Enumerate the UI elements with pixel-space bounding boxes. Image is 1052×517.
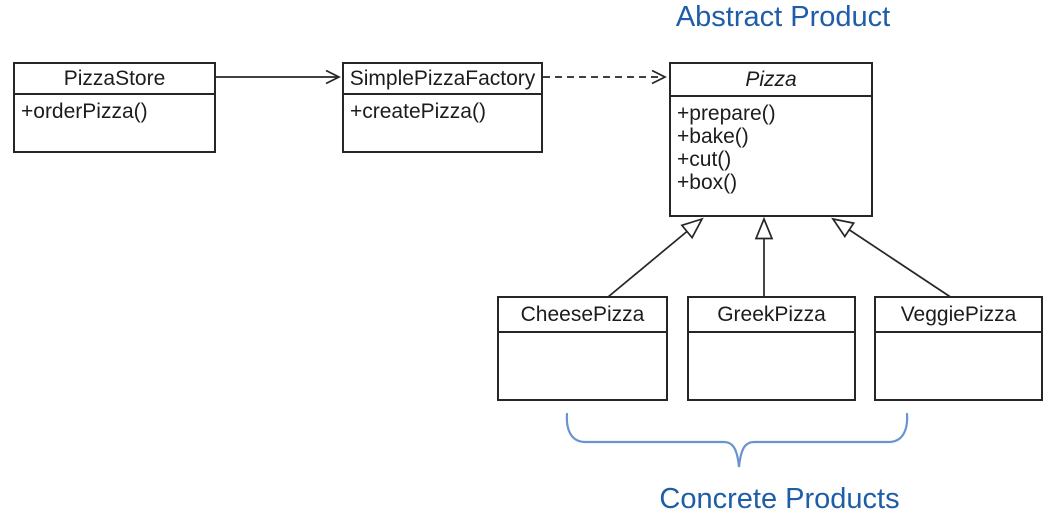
class-box-cheesepizza: CheesePizza — [497, 296, 668, 401]
class-name-simplepizzafactory: SimplePizzaFactory — [344, 64, 541, 95]
class-methods-greekpizza — [689, 333, 854, 338]
class-methods-simplepizzafactory: +createPizza() — [344, 95, 541, 123]
class-name-pizza: Pizza — [671, 64, 871, 97]
class-box-pizzastore: PizzaStore +orderPizza() — [13, 62, 216, 153]
class-name-pizzastore: PizzaStore — [15, 64, 214, 95]
class-methods-veggiepizza — [876, 333, 1041, 338]
class-name-veggiepizza: VeggiePizza — [876, 298, 1041, 333]
class-box-simplepizzafactory: SimplePizzaFactory +createPizza() — [342, 62, 543, 153]
class-box-veggiepizza: VeggiePizza — [874, 296, 1043, 401]
concrete-products-label: Concrete Products — [659, 483, 900, 515]
class-box-greekpizza: GreekPizza — [687, 296, 856, 401]
method-box: +box() — [677, 171, 738, 194]
generalization-arrow-cheesepizza — [607, 217, 704, 298]
generalization-arrow-veggiepizza — [831, 217, 953, 299]
class-name-cheesepizza: CheesePizza — [499, 298, 666, 333]
class-methods-cheesepizza — [499, 333, 666, 338]
class-name-greekpizza: GreekPizza — [689, 298, 854, 333]
class-box-pizza: Pizza +prepare() +bake() +cut() +box() — [669, 62, 873, 217]
class-methods-pizza: +prepare() +bake() +cut() +box() — [671, 97, 871, 194]
method-createpizza: +createPizza() — [350, 100, 486, 123]
method-bake: +bake() — [677, 125, 749, 148]
method-orderpizza: +orderPizza() — [21, 100, 148, 123]
concrete-products-brace — [565, 412, 909, 468]
method-cut: +cut() — [677, 148, 732, 171]
abstract-product-label: Abstract Product — [675, 1, 891, 33]
class-methods-pizzastore: +orderPizza() — [15, 95, 214, 123]
method-prepare: +prepare() — [677, 102, 776, 125]
